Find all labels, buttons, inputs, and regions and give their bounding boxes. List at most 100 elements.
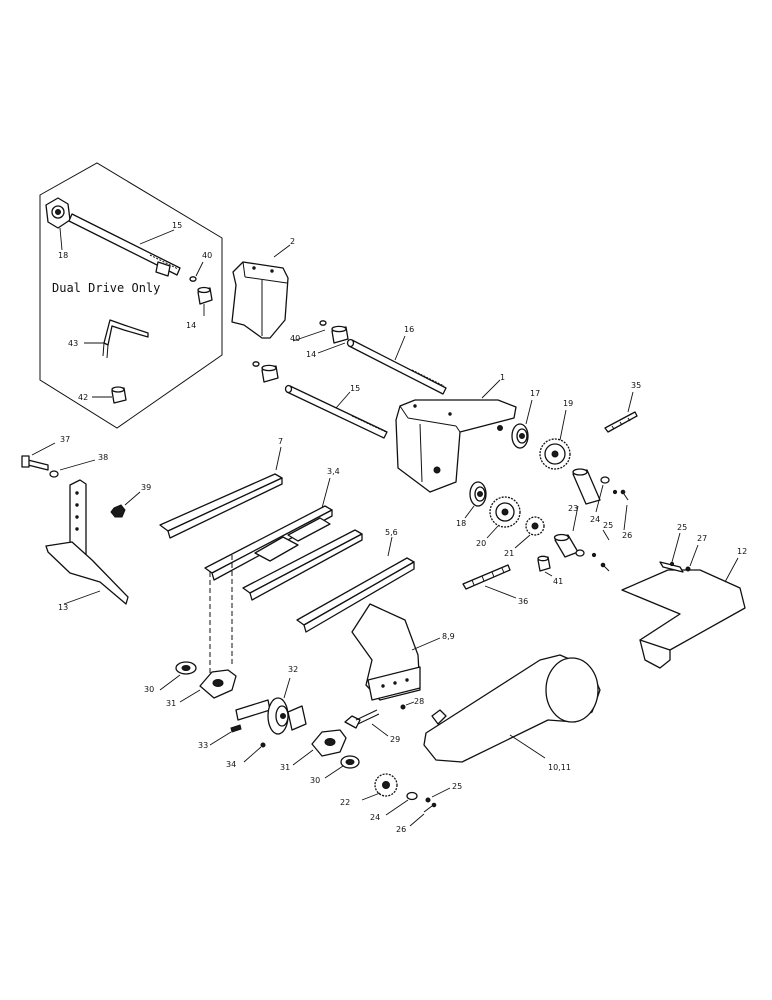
callout-7: 7	[278, 437, 283, 446]
part-37-bolt	[21, 442, 56, 471]
part-18-inset-flange-bearing	[45, 197, 71, 229]
part-22-sprocket	[361, 773, 398, 801]
callout-27: 27	[697, 534, 707, 543]
part-20-sprocket	[486, 496, 521, 539]
callout-24: 24	[590, 515, 600, 524]
part-41-spacer	[537, 555, 553, 577]
dual-drive-caption: Dual Drive Only	[52, 281, 160, 295]
part-36-chain	[462, 564, 517, 599]
dual-drive-inset: Dual Drive Only	[39, 162, 223, 429]
callout-14-inset: 14	[186, 321, 196, 330]
callout-14: 14	[306, 350, 316, 359]
part-13-tongue-mount	[45, 479, 129, 605]
part-7-rail	[159, 446, 283, 539]
callout-26: 26	[622, 531, 632, 540]
callout-35: 35	[631, 381, 641, 390]
part-2-mounting-bracket	[231, 244, 291, 339]
callout-34: 34	[226, 760, 236, 769]
part-10-11-chain-guard	[423, 654, 601, 763]
callout-31-right: 31	[280, 763, 290, 772]
callout-33: 33	[198, 741, 208, 750]
part-39-nut	[110, 491, 141, 518]
callout-18-inset: 18	[58, 251, 68, 260]
part-26-pin-lower	[409, 802, 437, 827]
part-15-inset-shaft	[68, 213, 181, 277]
part-35-chain-link	[604, 391, 638, 433]
part-29-idler-arm	[344, 709, 389, 737]
callout-37: 37	[60, 435, 70, 444]
part-5-6-frame-assembly	[296, 536, 415, 633]
callout-36: 36	[518, 597, 528, 606]
part-24-washer-lower	[385, 791, 418, 816]
part-34-set-screw	[243, 742, 266, 763]
callout-2: 2	[290, 237, 295, 246]
part-14-inset-bushing	[197, 286, 213, 305]
callout-38: 38	[98, 453, 108, 462]
callout-5-6: 5,6	[385, 528, 398, 537]
part-25-bolt-lower	[425, 787, 451, 803]
callout-8-9: 8,9	[442, 632, 455, 641]
part-38-washer	[49, 459, 96, 478]
part-16-shaft	[346, 335, 447, 395]
callout-3-4: 3,4	[327, 467, 340, 476]
callout-24-lower: 24	[370, 813, 380, 822]
part-21-sprocket	[514, 516, 545, 549]
callout-10-11: 10,11	[548, 763, 571, 772]
part-33-key	[209, 724, 242, 746]
callout-1: 1	[500, 373, 505, 382]
part-24-washers	[575, 476, 610, 557]
part-15-shaft	[284, 384, 388, 439]
callout-26-lower: 26	[396, 825, 406, 834]
callout-20: 20	[476, 539, 486, 548]
part-28-bolt	[400, 701, 415, 710]
callout-32: 32	[288, 665, 298, 674]
part-14-bushings	[261, 325, 349, 383]
part-3-4-frame-assembly	[204, 477, 363, 601]
callout-18: 18	[456, 519, 466, 528]
callout-30-left: 30	[144, 685, 154, 694]
callout-43: 43	[68, 339, 78, 348]
callout-22: 22	[340, 798, 350, 807]
part-1-main-frame	[395, 379, 517, 493]
part-25-bolts	[591, 489, 618, 558]
callout-17: 17	[530, 389, 540, 398]
callout-31-left: 31	[166, 699, 176, 708]
part-31-bearing-housing-right	[292, 729, 347, 766]
callout-21: 21	[504, 549, 514, 558]
part-32-hub-axle	[235, 677, 307, 735]
callout-40-inset: 40	[202, 251, 212, 260]
part-30-bearing-right	[324, 755, 360, 779]
callout-25-shield: 25	[677, 523, 687, 532]
callout-16: 16	[404, 325, 414, 334]
part-26-pins	[600, 489, 629, 572]
callout-28: 28	[414, 697, 424, 706]
part-19-sprocket	[539, 409, 571, 470]
callout-13: 13	[58, 603, 68, 612]
part-40-washers	[252, 320, 327, 367]
callout-29: 29	[390, 735, 400, 744]
part-43-bracket	[102, 319, 149, 359]
part-12-chain-shield	[621, 557, 746, 669]
part-18-flange-bearing	[464, 481, 487, 519]
callout-40: 40	[290, 334, 300, 343]
part-23-spacers	[553, 468, 601, 558]
part-30-bearing-left	[159, 661, 197, 691]
callout-30-right: 30	[310, 776, 320, 785]
callout-41: 41	[553, 577, 563, 586]
callout-25: 25	[603, 521, 613, 530]
callout-labels: 15 18 40 14 43 42 2 40 14 16 15 1 17 19 …	[58, 221, 747, 834]
part-31-bearing-housing-left	[179, 669, 237, 703]
callout-42: 42	[78, 393, 88, 402]
callout-39: 39	[141, 483, 151, 492]
callout-15-inset: 15	[172, 221, 182, 230]
part-25-27-shield-bolts	[669, 532, 699, 572]
part-40-inset-washer	[189, 276, 197, 282]
part-42-bushing	[111, 386, 127, 404]
callout-19: 19	[563, 399, 573, 408]
part-8-9-bracket	[351, 603, 441, 701]
part-17-flange-bearing	[511, 399, 533, 449]
callout-12: 12	[737, 547, 747, 556]
callout-15: 15	[350, 384, 360, 393]
callout-23: 23	[568, 504, 578, 513]
